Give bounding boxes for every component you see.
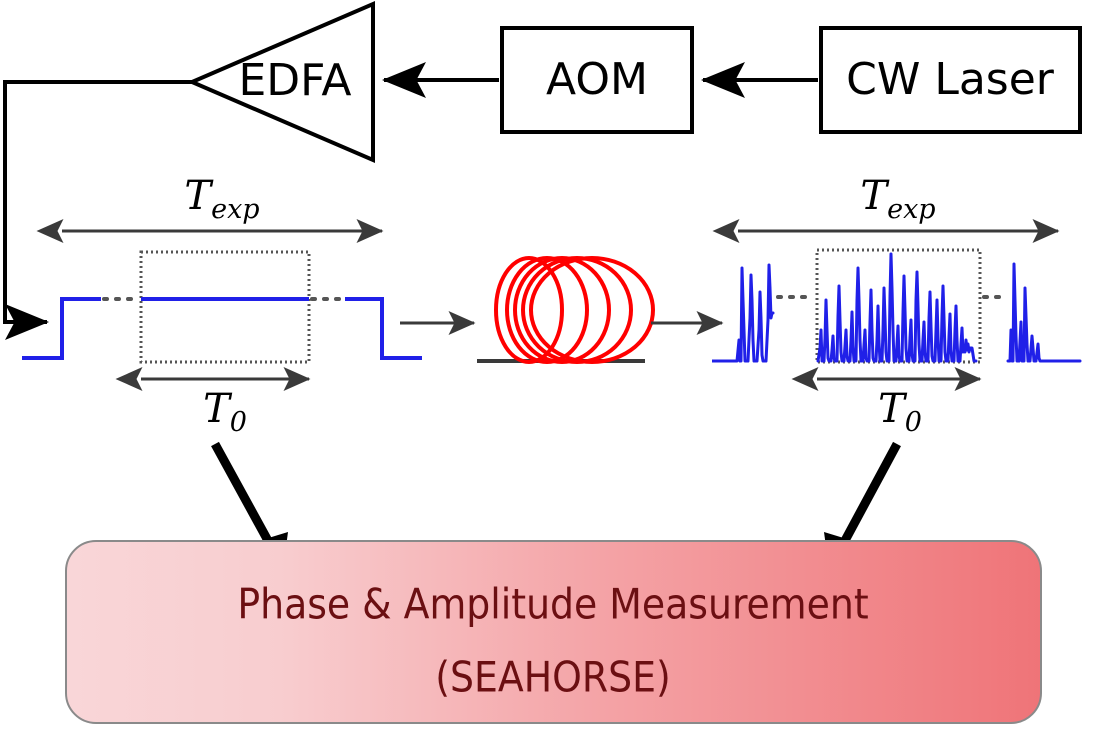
t-exp-left-sub: exp [211, 194, 260, 225]
t0-right-base: T [878, 386, 908, 432]
noise-trace-wrap [712, 252, 1082, 363]
fiber-coil-loop-2 [505, 256, 589, 364]
t0-left-label: T0 [203, 386, 247, 438]
left-feed-arrow-shaft [211, 441, 276, 551]
noise-right-leading-burst [712, 263, 775, 363]
cw-laser-block[interactable]: CW Laser [819, 26, 1082, 134]
t0-right-region-box [815, 248, 982, 364]
phase-amplitude-measurement-box[interactable]: Phase & Amplitude Measurement (SEAHORSE) [65, 540, 1042, 724]
pulse-left-rising-segment [22, 297, 101, 360]
aom-label: AOM [546, 54, 648, 105]
measurement-box-body [65, 540, 1042, 724]
fiber-coil-group [477, 256, 655, 364]
t0-right-label: T0 [878, 386, 922, 438]
right-feed-arrow-shaft [837, 441, 901, 551]
measurement-box-line1: Phase & Amplitude Measurement [237, 580, 868, 629]
aom-block[interactable]: AOM [500, 26, 694, 134]
t0-left-sub: 0 [230, 407, 247, 438]
t-exp-left-label: Texp [184, 173, 259, 225]
output-pulse-group: Texp T0 [712, 173, 1082, 438]
t-exp-left-base: T [184, 173, 214, 219]
t-exp-right-sub: exp [887, 194, 936, 225]
edfa-triangle [186, 0, 375, 164]
t0-right-sub: 0 [905, 407, 922, 438]
fiber-coil-loop-5 [529, 256, 655, 364]
pulse-left-falling-segment [345, 297, 422, 360]
measurement-box-line2: (SEAHORSE) [435, 653, 670, 702]
noise-right-main-burst [816, 252, 978, 363]
aom-box [500, 26, 694, 134]
edfa-label: EDFA [238, 55, 351, 106]
t-exp-right-base: T [860, 173, 890, 219]
input-pulse-group: Texp T0 [22, 173, 422, 438]
connector-edfa-to-pulse [3, 80, 192, 340]
t-exp-right-label: Texp [860, 173, 935, 225]
cw-laser-box [819, 26, 1082, 134]
edfa-block[interactable]: EDFA [186, 0, 375, 164]
t0-left-region-box [139, 250, 311, 364]
noise-right-trailing-burst [1006, 262, 1082, 363]
cw-laser-label: CW Laser [846, 54, 1055, 105]
fiber-coil-loop-1 [494, 256, 564, 364]
t0-left-base: T [203, 386, 233, 432]
